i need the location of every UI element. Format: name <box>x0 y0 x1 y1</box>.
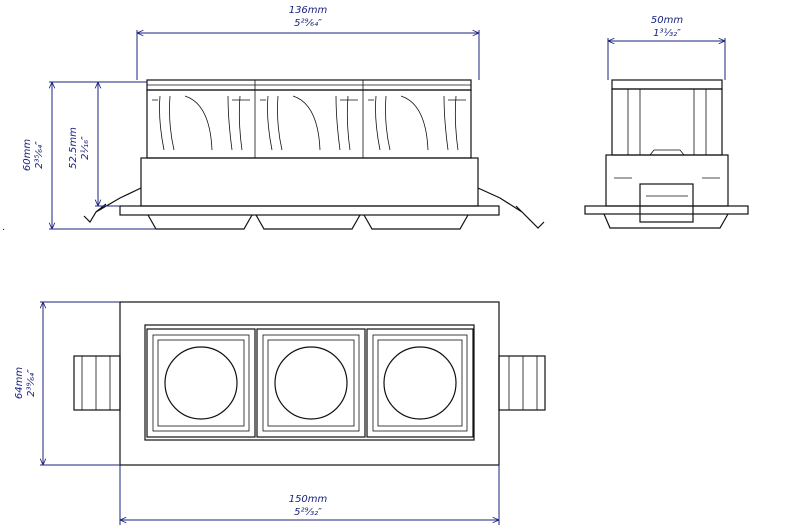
lens-3 <box>383 346 457 420</box>
top-view <box>73 301 546 466</box>
top-connector-right <box>498 355 546 411</box>
top-height-mm: 64mm <box>14 367 25 399</box>
lens-2 <box>274 346 348 420</box>
side-width-inch: 1³¹⁄₃₂″ <box>653 28 681 39</box>
side-connector-tab <box>649 149 685 156</box>
side-bracket <box>639 183 694 223</box>
side-view <box>584 79 749 229</box>
side-trim <box>603 213 729 229</box>
front-view <box>83 79 545 230</box>
front-spring-clip-left <box>83 187 142 223</box>
total-height-mm: 60mm <box>22 139 33 171</box>
dimension-body-height: 52.5mm 2¹⁄₁₆″ <box>68 82 120 206</box>
dimension-front-width: 136mm 5²⁹⁄₆₄″ <box>137 5 479 80</box>
side-top-rim <box>611 79 723 90</box>
front-width-mm: 136mm <box>289 5 328 16</box>
top-width-inch: 5²⁹⁄₃₂″ <box>294 507 322 518</box>
body-height-mm: 52.5mm <box>68 127 79 169</box>
total-height-inch: 2³⁵⁄₆₄″ <box>34 141 45 169</box>
side-body <box>611 88 723 156</box>
dimension-top-height: 64mm 2³⁹⁄₆₄″ <box>14 302 120 465</box>
top-width-mm: 150mm <box>289 494 328 505</box>
dimension-top-width: 150mm 5²⁹⁄₃₂″ <box>120 465 499 525</box>
side-lower-housing <box>605 154 729 207</box>
front-module-body <box>146 89 472 159</box>
reflector-fins-3 <box>368 95 466 151</box>
top-module-frame <box>144 324 475 441</box>
front-lower-housing <box>140 157 479 207</box>
top-cell-2 <box>256 328 366 438</box>
dimension-side-width: 50mm 1³¹⁄₃₂″ <box>608 15 725 80</box>
top-height-inch: 2³⁹⁄₆₄″ <box>26 369 37 397</box>
front-trim-1 <box>147 214 253 230</box>
side-width-mm: 50mm <box>651 15 683 26</box>
front-trim-2 <box>255 214 361 230</box>
stray-mark: . <box>2 222 5 233</box>
lens-1 <box>164 346 238 420</box>
side-flange <box>584 205 749 215</box>
front-flange <box>119 205 500 216</box>
body-height-inch: 2¹⁄₁₆″ <box>80 136 91 160</box>
reflector-fins-1 <box>152 95 250 151</box>
front-spring-clip-right <box>477 187 545 229</box>
top-cell-3 <box>366 328 474 438</box>
front-width-inch: 5²⁹⁄₆₄″ <box>294 18 322 29</box>
front-trim-3 <box>363 214 469 230</box>
top-connector-left <box>73 355 121 411</box>
reflector-fins-2 <box>260 95 358 151</box>
top-cell-1 <box>146 328 256 438</box>
